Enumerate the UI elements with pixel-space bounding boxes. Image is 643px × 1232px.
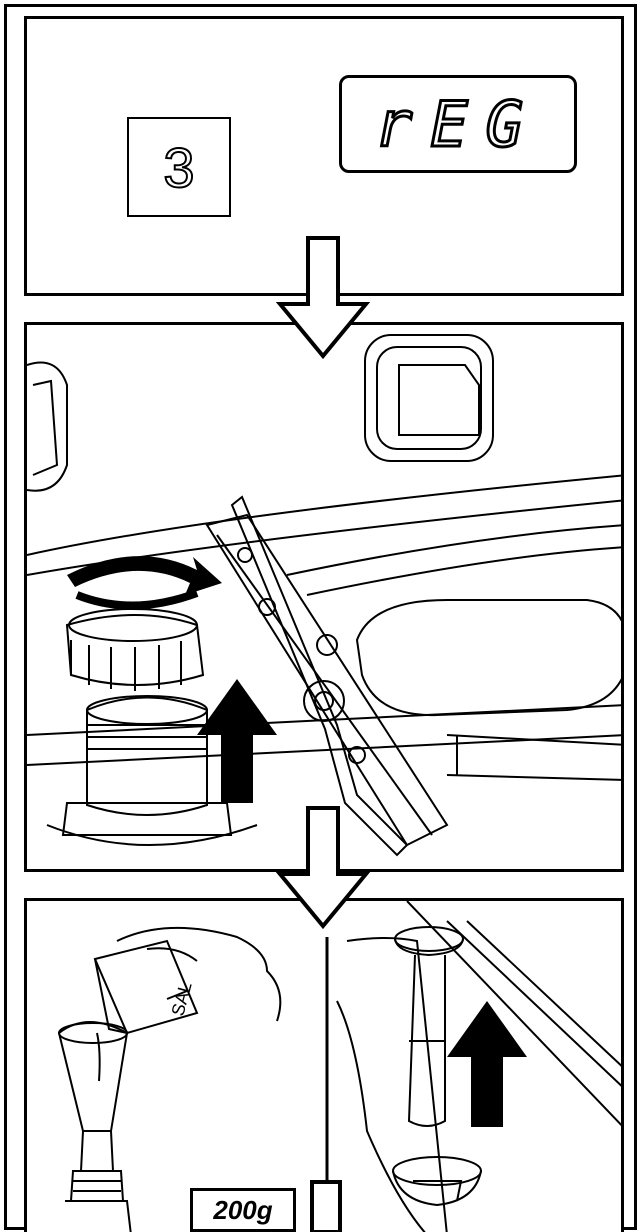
up-arrow-icon-right [447,1001,527,1127]
down-arrow-icon-1 [276,236,370,360]
hand [116,926,282,1022]
up-arrow-icon [197,679,277,803]
down-arrow-icon-3 [310,1180,342,1232]
salt-amount-label: 200g [190,1188,296,1232]
lcd-display: rEG [339,75,577,173]
panel-add-salt: SAL [24,898,624,1232]
salt-cap [65,614,205,686]
salt-box [93,939,199,1035]
corner-knob-right [364,334,494,462]
funnel [57,1021,129,1132]
add-salt-illustration: SAL [57,901,621,1232]
down-arrow-icon-2 [276,806,370,930]
panel-unscrew-cap [24,322,624,872]
unscrew-cap-illustration [27,334,621,857]
salt-container-neck [86,696,208,816]
float-rod [407,954,446,1127]
rotate-arrow-icon [67,556,222,610]
step-number-box: 3 [127,117,231,217]
corner-knob-left [27,361,68,492]
display-code: rEG [374,86,541,162]
salt-box-label: SAL [168,980,196,1018]
step-number: 3 [162,135,195,200]
